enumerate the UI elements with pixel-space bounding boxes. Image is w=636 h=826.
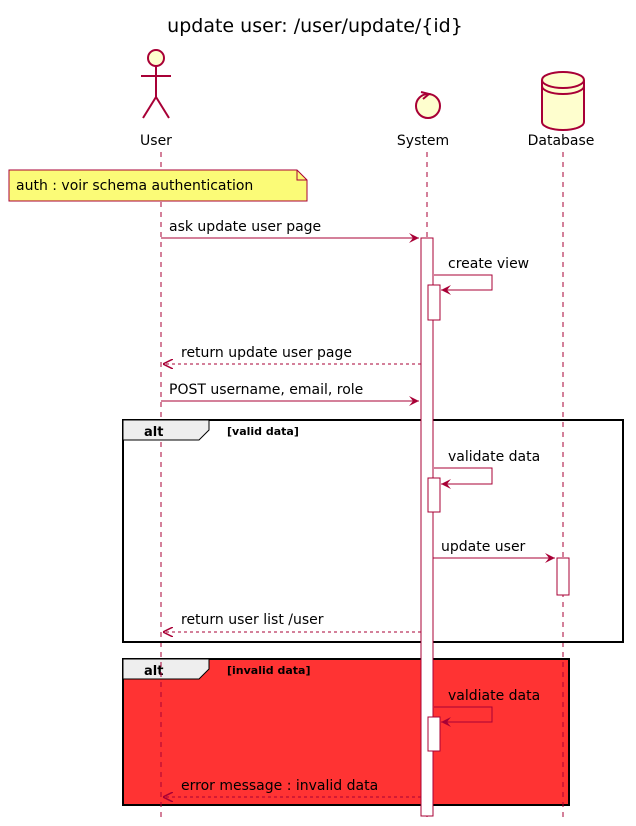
message-ask-update-user-page: ask update user page (161, 219, 419, 243)
message-label: validate data (448, 449, 540, 465)
message-label: return user list /user (181, 612, 324, 628)
participant-database: Database (528, 71, 595, 149)
diagram-title: update user: /user/update/{id} (167, 15, 463, 37)
message-validate-data: validate data (434, 449, 540, 489)
message-create-view: create view (434, 256, 529, 295)
fragment-valid-keyword: alt (144, 425, 163, 440)
message-label: update user (441, 539, 526, 555)
message-label: ask update user page (169, 219, 321, 235)
participant-user: User (140, 49, 172, 149)
note-auth: auth : voir schema authentication (8, 169, 308, 202)
message-label: error message : invalid data (181, 778, 378, 794)
fragment-invalid-guard: [invalid data] (227, 664, 310, 677)
fragment-valid-guard: [valid data] (227, 425, 299, 438)
system-activation-validate (427, 477, 441, 513)
control-icon (415, 91, 441, 119)
fragment-invalid-keyword: alt (144, 664, 163, 679)
fragment-invalid: alt [invalid data] (122, 658, 570, 806)
note-text: auth : voir schema authentication (16, 178, 253, 194)
fragment-valid: alt [valid data] (122, 419, 624, 643)
message-post-username: POST username, email, role (161, 382, 419, 406)
message-label: return update user page (181, 345, 352, 361)
participant-database-label: Database (528, 133, 595, 149)
message-label: POST username, email, role (169, 382, 363, 398)
message-return-update-user-page: return update user page (163, 345, 421, 364)
participant-system-label: System (397, 133, 449, 149)
message-update-user: update user (433, 539, 555, 563)
message-error-invalid-data: error message : invalid data (163, 778, 421, 797)
system-activation-create-view (427, 284, 441, 321)
actor-icon (141, 49, 171, 119)
message-label: create view (448, 256, 529, 272)
system-activation-main (420, 237, 434, 817)
database-icon (541, 71, 585, 131)
message-label: valdiate data (448, 688, 540, 704)
database-activation (556, 557, 570, 596)
message-valdiate-data: valdiate data (434, 688, 540, 727)
system-activation-valdiate (427, 716, 441, 752)
participant-system: System (397, 91, 449, 149)
message-return-user-list: return user list /user (163, 612, 421, 632)
participant-user-label: User (140, 133, 172, 149)
